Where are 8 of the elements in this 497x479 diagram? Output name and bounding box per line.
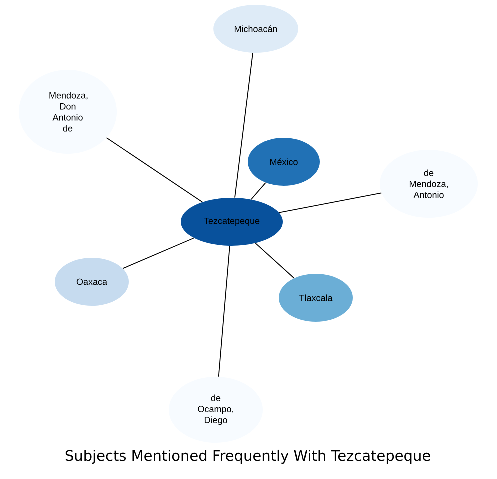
connector-line bbox=[255, 243, 295, 279]
chart-title: Subjects Mentioned Frequently With Tezcatepeque bbox=[66, 450, 430, 464]
connector-line bbox=[122, 238, 195, 270]
connector-line bbox=[250, 182, 266, 200]
connector-line bbox=[106, 138, 203, 203]
connector-line bbox=[234, 52, 254, 198]
connector-line bbox=[218, 246, 230, 378]
connector-line bbox=[278, 192, 382, 214]
